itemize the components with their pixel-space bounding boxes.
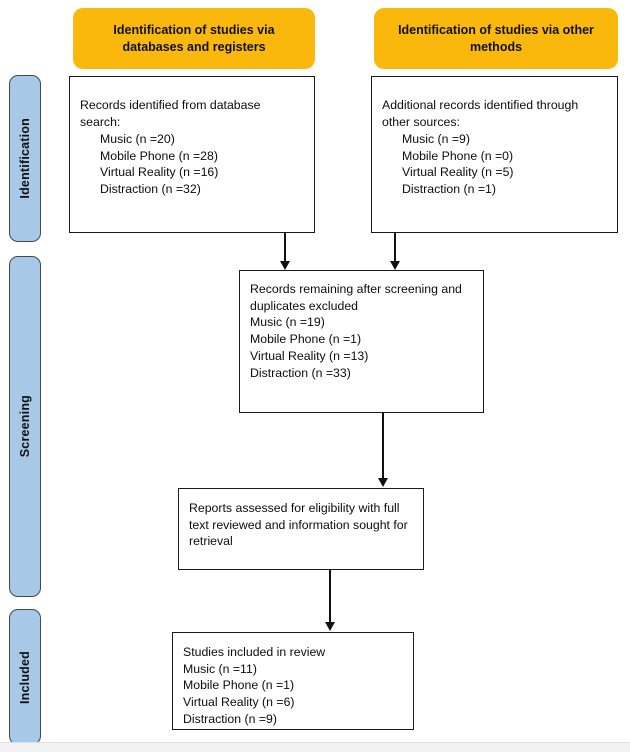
stage-bar-included-label: Included <box>18 650 32 704</box>
banner-other-methods: Identification of studies via other meth… <box>374 8 618 69</box>
stage-bar-identification: Identification <box>9 75 41 242</box>
box-records-identified-from-database-search: Records identified from database search:… <box>69 76 315 233</box>
connector-remaining-to-eligibility-arrowhead-icon <box>377 478 388 487</box>
banner-databases-and-registers-label: Identification of studies via databases … <box>113 23 275 54</box>
connector-db-records-to-remaining-line <box>284 233 286 263</box>
box-item: Distraction (n =33) <box>250 365 351 380</box>
stage-bar-screening: Screening <box>9 256 41 597</box>
box-item: Mobile Phone (n =1) <box>183 678 295 693</box>
stage-bar-screening-label: Screening <box>18 395 32 458</box>
box-item: Distraction (n =1) <box>402 181 496 196</box>
connector-other-records-to-remaining-arrowhead-icon <box>389 261 400 270</box>
box-heading: Records remaining after screening and du… <box>250 282 466 313</box>
footer-strip <box>0 742 630 752</box>
box-item: Mobile Phone (n =1) <box>250 332 362 347</box>
box-heading: Studies included in review <box>183 645 326 659</box>
connector-remaining-to-eligibility-line <box>382 413 384 480</box>
box-item: Mobile Phone (n =0) <box>402 148 514 163</box>
box-item: Distraction (n =9) <box>183 711 277 726</box>
box-item: Music (n =20) <box>100 131 175 146</box>
connector-eligibility-to-included-line <box>329 570 331 624</box>
box-reports-assessed-for-eligibility: Reports assessed for eligibility with fu… <box>178 488 424 570</box>
box-item: Music (n =11) <box>183 661 257 676</box>
box-item: Distraction (n =32) <box>100 181 201 196</box>
box-item: Virtual Reality (n =6) <box>183 695 295 710</box>
stage-bar-included: Included <box>9 609 41 745</box>
banner-other-methods-label: Identification of studies via other meth… <box>398 23 594 54</box>
connector-eligibility-to-included-arrowhead-icon <box>324 622 335 631</box>
box-item: Music (n =9) <box>402 131 470 146</box>
box-additional-records-other-sources: Additional records identified through ot… <box>371 76 618 233</box>
banner-databases-and-registers: Identification of studies via databases … <box>73 8 315 69</box>
box-item: Virtual Reality (n =5) <box>402 165 514 180</box>
box-heading: Reports assessed for eligibility with fu… <box>189 501 412 549</box>
stage-bar-identification-label: Identification <box>18 118 32 199</box>
box-item: Music (n =19) <box>250 315 325 330</box>
box-heading: Additional records identified through ot… <box>382 98 582 130</box>
box-studies-included-in-review: Studies included in review Music (n =11)… <box>172 632 414 730</box>
box-records-remaining-after-screening: Records remaining after screening and du… <box>239 270 484 413</box>
box-item: Virtual Reality (n =16) <box>100 165 219 180</box>
box-item: Mobile Phone (n =28) <box>100 148 218 163</box>
connector-db-records-to-remaining-arrowhead-icon <box>279 261 290 270</box>
box-heading: Records identified from database search: <box>80 98 264 130</box>
box-item: Virtual Reality (n =13) <box>250 348 369 363</box>
connector-other-records-to-remaining-line <box>394 233 396 263</box>
